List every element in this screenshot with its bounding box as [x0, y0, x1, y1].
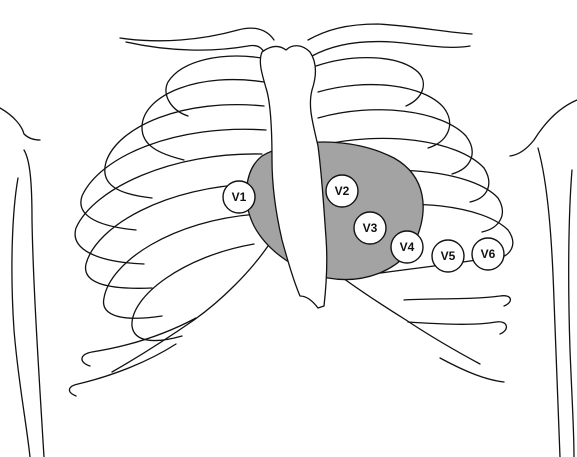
electrode-v5: V5: [432, 240, 464, 272]
electrode-v6: V6: [472, 238, 504, 270]
lower-rib-left-a: [82, 318, 196, 366]
clavicle-right-upper: [308, 24, 472, 40]
rib-left-2: [142, 80, 264, 160]
lower-rib-right-a: [404, 296, 510, 306]
electrode-label: V6: [481, 247, 496, 261]
electrode-v2: V2: [326, 175, 358, 207]
lower-rib-left-b: [69, 344, 176, 396]
rib-left-1: [166, 56, 262, 116]
arm-left: [12, 178, 30, 457]
lower-rib-right-c: [440, 358, 504, 382]
electrode-label: V1: [232, 190, 247, 204]
electrode-v3: V3: [354, 212, 386, 244]
electrode-label: V3: [363, 221, 378, 235]
clavicle-right-lower: [312, 42, 470, 56]
clavicle-left-upper: [120, 28, 274, 41]
electrode-v4: V4: [391, 231, 423, 263]
rib-left-8: [132, 244, 254, 341]
shoulder-left: [0, 108, 40, 140]
electrode-label: V2: [335, 184, 350, 198]
rib-left-4: [81, 129, 266, 230]
shoulder-right: [510, 100, 577, 156]
electrode-label: V5: [441, 249, 456, 263]
costal-margin-left: [112, 246, 268, 372]
electrode-label: V4: [400, 240, 415, 254]
torso-left-side: [24, 150, 44, 457]
rib-right-1: [316, 58, 423, 106]
lower-rib-right-b: [408, 322, 506, 334]
arm-right: [569, 170, 574, 457]
rib-left-7: [104, 214, 258, 318]
torso-right-side: [538, 148, 560, 457]
electrode-v1: V1: [223, 181, 255, 213]
ribs-left: [69, 56, 268, 396]
